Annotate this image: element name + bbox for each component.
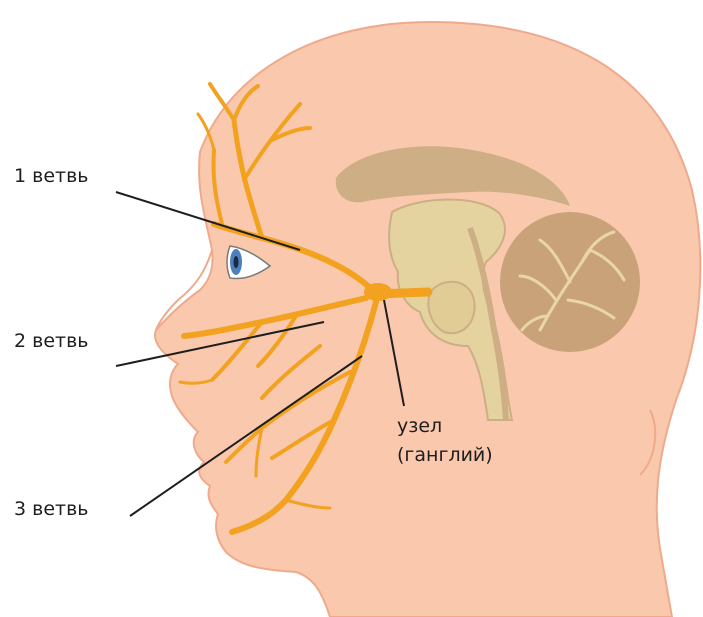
pons (428, 282, 474, 334)
label-branch-1: 1 ветвь (14, 163, 88, 189)
label-branch-2: 2 ветвь (14, 328, 88, 354)
label-ganglion: узел (397, 413, 442, 439)
label-branch-3: 3 ветвь (14, 496, 88, 522)
label-ganglion-sub: (ганглий) (397, 442, 493, 468)
